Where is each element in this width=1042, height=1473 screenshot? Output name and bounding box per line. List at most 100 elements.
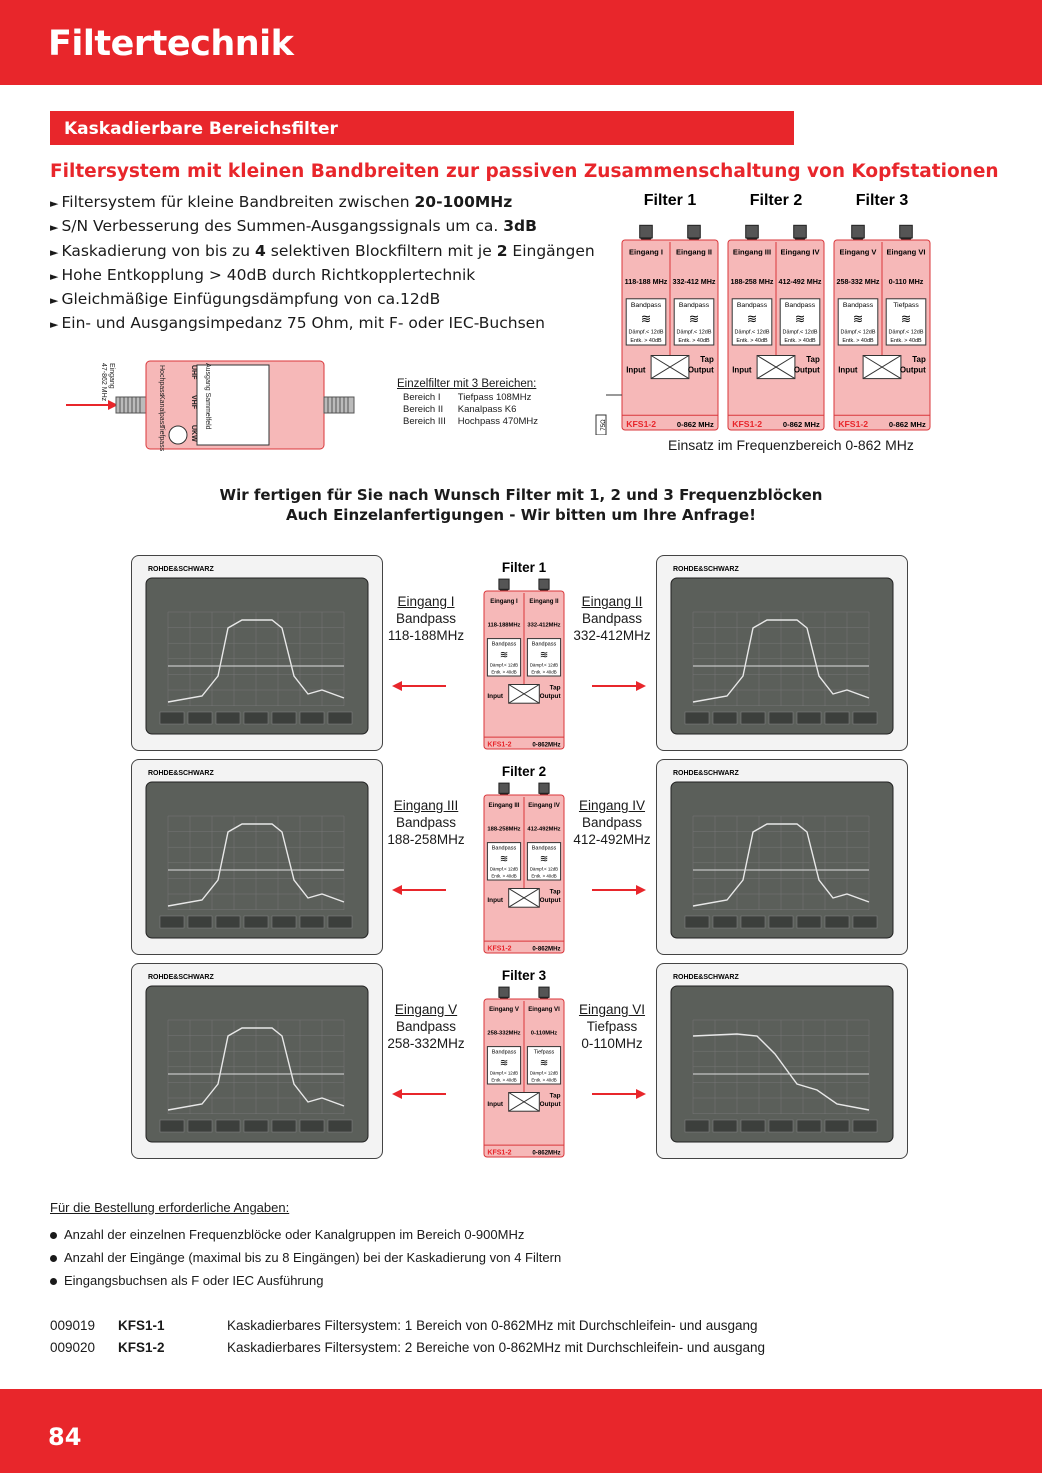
filter-symbol-icon: ≋: [540, 650, 549, 661]
single-filter-panel: [196, 364, 270, 446]
product-model: KFS1-2: [118, 1340, 165, 1355]
scope-screenshot-right: ROHDE&SCHWARZ: [656, 759, 908, 955]
scope-brand: ROHDE&SCHWARZ: [148, 566, 214, 573]
filter-type-label: Bandpass: [679, 302, 710, 309]
damp-label: Dämpf.< 12dB: [783, 329, 818, 335]
module-freq-label: 258-332 MHz: [836, 278, 879, 286]
table-row: 009019 KFS1-1 Kaskadierbares Filtersyste…: [50, 1318, 950, 1340]
filter-symbol-icon: ≋: [795, 311, 806, 326]
filter-type-label: Bandpass: [492, 845, 517, 851]
coupler-line: [756, 355, 796, 380]
arrow-left-icon: [392, 885, 402, 895]
softkey: [327, 1119, 353, 1133]
damp-label: Dämpf.< 12dB: [490, 1071, 518, 1076]
scope-display: [145, 781, 369, 939]
type-hochpass: Hochpass: [158, 365, 165, 397]
measurement-freq: 412-492MHz: [573, 832, 651, 847]
feature-highlight: 4: [255, 241, 266, 260]
module-input-label: Eingang I: [629, 248, 663, 257]
filter-symbol-icon: ≋: [540, 1058, 549, 1069]
softkey: [271, 711, 297, 725]
tap-label: Tap: [550, 889, 561, 896]
softkey: [740, 1119, 766, 1133]
scope-image: ROHDE&SCHWARZ: [670, 566, 894, 735]
measurement-type: Tiefpass: [586, 1019, 638, 1034]
softkey: [299, 1119, 325, 1133]
module-freq-label: 0-110 MHz: [889, 278, 924, 286]
scope-screenshot-right: ROHDE&SCHWARZ: [656, 555, 908, 751]
filter-block: [837, 298, 879, 346]
filter-type-label: Bandpass: [843, 302, 874, 309]
range-label: 0-862 MHz: [889, 420, 926, 429]
scope-brand: ROHDE&SCHWARZ: [673, 974, 739, 981]
feature-text: S/N Verbesserung des Summen-Ausgangssign…: [61, 217, 504, 236]
model-label: KFS1-2: [487, 1149, 511, 1156]
entk-label: Entk. > 40dB: [784, 338, 816, 344]
product-table: 009019 KFS1-1 Kaskadierbares Filtersyste…: [50, 1318, 950, 1362]
softkey: [243, 915, 269, 929]
footer-bar: 84: [0, 1389, 1042, 1473]
module-input-label: Eingang V: [489, 1006, 520, 1013]
order-item-text: Anzahl der einzelnen Frequenzblöcke oder…: [64, 1227, 525, 1242]
measurement-type: Bandpass: [395, 611, 457, 626]
softkey: [187, 711, 213, 725]
section-bar: Kaskadierbare Bereichsfilter: [50, 111, 794, 145]
module-freq-label: 118-188 MHz: [625, 278, 668, 286]
arrow-left-icon: [392, 1089, 402, 1099]
damp-label: Dämpf.< 12dB: [530, 663, 558, 668]
softkey: [243, 711, 269, 725]
softkey: [243, 1119, 269, 1133]
entk-label: Entk. > 40dB: [491, 873, 516, 878]
filter-symbol-icon: ≋: [747, 311, 758, 326]
scope-display: [670, 577, 894, 735]
coupler-line: [508, 684, 540, 704]
order-item-text: Anzahl der Eingänge (maximal bis zu 8 Ei…: [64, 1250, 562, 1265]
top-connector-icon: [899, 224, 913, 239]
filter-block: [486, 842, 522, 881]
single-filter-diagram: Ausgang Sammelfeld Eingang 47-862 MHz UH…: [66, 360, 355, 452]
entk-label: Entk. > 40dB: [531, 1077, 556, 1082]
triangle-bullet-icon: ►: [50, 269, 59, 283]
connector-threads-left: [119, 397, 141, 413]
termination-load: [595, 414, 607, 435]
softkey: [712, 1119, 738, 1133]
section-title: Kaskadierbare Bereichsfilter: [64, 119, 338, 139]
module-input-label: Eingang III: [733, 248, 771, 257]
scope-trace: [692, 823, 870, 907]
softkey: [768, 711, 794, 725]
filter-type-label: Bandpass: [785, 302, 816, 309]
filter-block: [885, 298, 927, 346]
module-input-label: Eingang I: [490, 598, 518, 605]
module-freq-label: 412-492MHz: [527, 827, 560, 833]
softkey: [684, 711, 710, 725]
custom-note-line2: Auch Einzelanfertigungen - Wir bitten um…: [285, 506, 757, 524]
scope-screenshot-left: ROHDE&SCHWARZ: [131, 759, 383, 955]
list-item: Anzahl der Eingänge (maximal bis zu 8 Ei…: [50, 1246, 561, 1269]
softkey: [187, 915, 213, 929]
scope-display: [145, 577, 369, 735]
softkey: [215, 1119, 241, 1133]
single-filter-ausgang: Ausgang Sammelfeld: [204, 363, 211, 430]
termination-label: 75Ω: [601, 419, 607, 431]
entk-label: Entk. > 40dB: [890, 338, 922, 344]
bullet-icon: [50, 1278, 57, 1286]
filter-block: [779, 298, 821, 346]
einzelfilter-title: Einzelfilter mit 3 Bereichen:: [397, 378, 537, 390]
input-label: Input: [838, 365, 858, 374]
module-freq-label: 332-412 MHz: [672, 278, 715, 286]
arrows: [392, 1089, 646, 1099]
top-connector-icon: [851, 224, 865, 239]
tap-label: Tap: [700, 355, 714, 364]
softkey: [684, 1119, 710, 1133]
scope-trace: [167, 1027, 345, 1111]
measurement-type: Bandpass: [395, 1019, 457, 1034]
top-connector-icon: [745, 224, 759, 239]
softkey: [852, 1119, 878, 1133]
feature-highlight: 20-100MHz: [414, 193, 513, 211]
module-input-label: Eingang VI: [528, 1006, 560, 1013]
softkey: [824, 1119, 850, 1133]
damp-label: Dämpf.< 12dB: [677, 329, 712, 335]
